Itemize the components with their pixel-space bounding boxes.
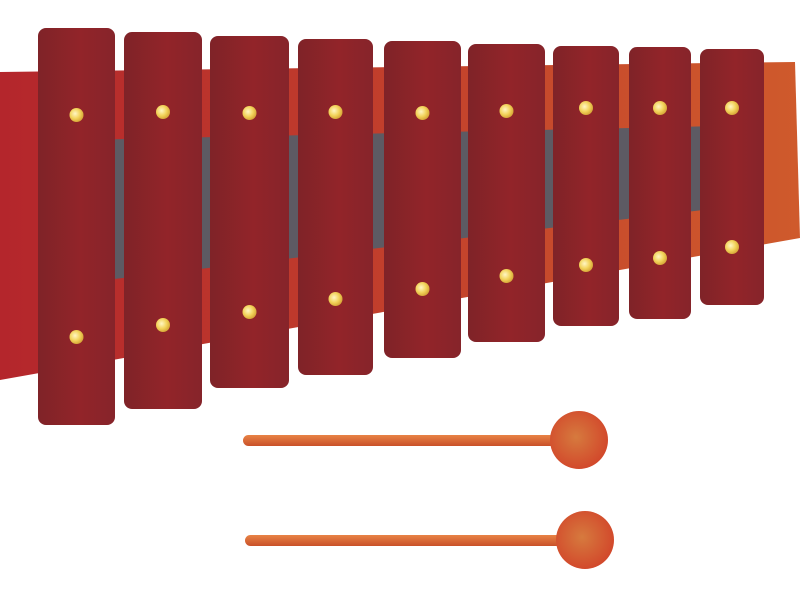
xylophone-bar-7[interactable] [553,46,619,326]
mallet-handle [245,535,577,546]
mallet-top[interactable] [243,411,608,469]
top-screw-icon [415,106,430,120]
bar-body [553,46,619,326]
xylophone-bar-8[interactable] [629,47,691,319]
bar-body [298,39,373,375]
mallet-handle [243,435,573,446]
top-screw-icon [156,105,170,119]
bar-body [210,36,289,388]
bar-body [384,41,461,358]
xylophone-bar-2[interactable] [124,32,202,409]
bottom-screw-icon [579,258,593,272]
bar-body [124,32,202,409]
xylophone-bar-5[interactable] [384,41,461,358]
bottom-screw-icon [328,292,343,306]
bottom-screw-icon [499,269,514,283]
top-screw-icon [725,101,739,115]
bar-body [629,47,691,319]
xylophone-bar-1[interactable] [38,28,115,425]
top-screw-icon [328,105,343,119]
top-screw-icon [242,106,257,120]
bottom-screw-icon [242,305,257,319]
bar-body [38,28,115,425]
top-screw-icon [653,101,667,115]
xylophone-bars [38,28,764,425]
bar-body [468,44,545,342]
bar-body [700,49,764,305]
top-screw-icon [579,101,593,115]
bottom-screw-icon [69,330,84,344]
xylophone-bar-9[interactable] [700,49,764,305]
bottom-screw-icon [415,282,430,296]
xylophone-bar-3[interactable] [210,36,289,388]
xylophone-bar-4[interactable] [298,39,373,375]
bottom-screw-icon [653,251,667,265]
bottom-screw-icon [725,240,739,254]
mallet-bottom[interactable] [245,511,614,569]
mallet-head [556,511,614,569]
bottom-screw-icon [156,318,170,332]
top-screw-icon [69,108,84,122]
xylophone-bar-6[interactable] [468,44,545,342]
mallet-head [550,411,608,469]
top-screw-icon [499,104,514,118]
